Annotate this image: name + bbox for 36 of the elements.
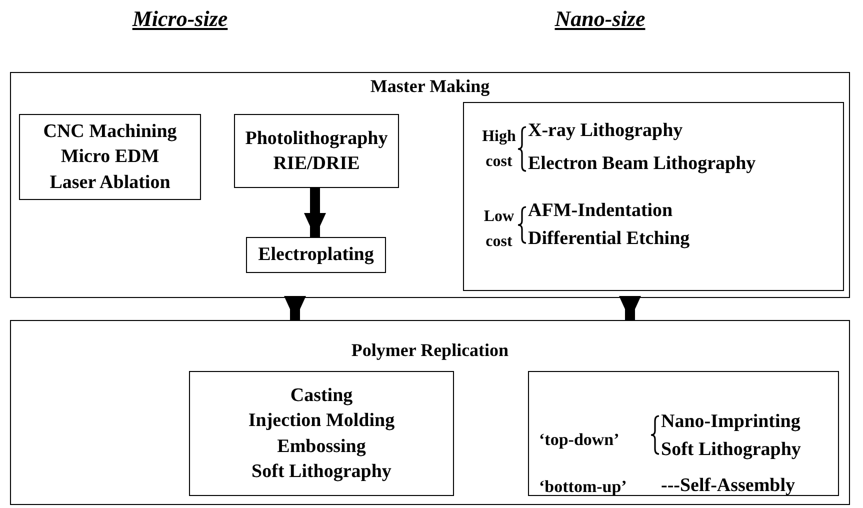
item-text: Micro EDM (60, 145, 160, 170)
item-text: Casting (290, 384, 353, 408)
item-text: X-ray Lithography (528, 121, 683, 142)
heading-text: Polymer Replication (350, 341, 510, 361)
group-panel (10, 320, 850, 505)
process-box (189, 371, 454, 496)
column-heading: Micro-size (132, 6, 228, 32)
process-box (528, 371, 839, 496)
item-text: Electroplating (258, 243, 374, 268)
item-text: ‘top-down’ (539, 431, 620, 450)
item-text: High cost (482, 127, 516, 172)
item-text: Differential Etching (528, 229, 690, 250)
arrow (619, 296, 641, 320)
arrow (304, 188, 326, 237)
item-text: Nano-Imprinting (661, 412, 800, 433)
process-box (234, 114, 399, 188)
group-panel (10, 72, 850, 298)
item-text: Soft Lithography (661, 440, 801, 461)
column-heading: Nano-size (554, 6, 646, 32)
item-text: Electron Beam Lithography (528, 154, 756, 175)
item-text: Injection Molding (248, 409, 395, 434)
arrow (284, 296, 306, 320)
process-box (246, 237, 386, 273)
item-text: Photolithography (245, 126, 388, 151)
heading-text: Master Making (369, 77, 491, 97)
item-text: Low cost (482, 207, 516, 252)
item-text: CNC Machining (43, 120, 177, 144)
item-text: Embossing (277, 434, 366, 458)
item-text: RIE/DRIE (273, 152, 360, 176)
item-text: ---Self-Assembly (661, 476, 796, 497)
process-box (463, 102, 844, 291)
item-text: Laser Ablation (50, 170, 170, 195)
process-box (19, 114, 201, 200)
item-text: ‘bottom-up’ (539, 478, 627, 497)
item-text: AFM-Indentation (528, 201, 673, 222)
item-text: Soft Lithography (252, 460, 392, 484)
